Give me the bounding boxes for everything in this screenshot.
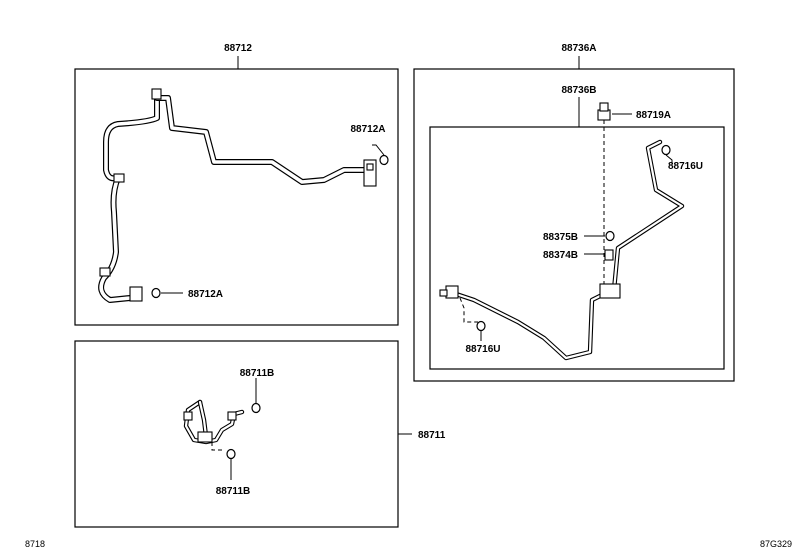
label-88374B: 88374B — [543, 250, 578, 261]
service-valve-cap-top — [599, 102, 609, 112]
tube-fitting — [227, 411, 237, 421]
o-ring-icon — [476, 320, 486, 332]
tube-fitting — [445, 285, 459, 299]
panel-88711: 88711 88711B 88711B — [74, 340, 446, 528]
liquid-tube — [183, 399, 245, 445]
service-block — [599, 283, 621, 299]
panel-88736A: 88736A 88736B 88719A 88375B 88374B 88716… — [413, 43, 735, 382]
label-88712: 88712 — [224, 43, 252, 54]
hose-flange-bolt — [366, 163, 374, 171]
o-ring-icon — [251, 402, 261, 414]
footer-right-code: 87G329 — [760, 539, 792, 549]
label-88711B-bottom: 88711B — [216, 486, 250, 497]
label-88711B-top: 88711B — [240, 368, 274, 379]
valve-core-icon — [604, 249, 614, 261]
discharge-tube — [439, 139, 685, 361]
panel-88712: 88712 88712A 88712A — [74, 43, 399, 326]
hose-clamp — [99, 267, 111, 277]
tube-fitting — [183, 411, 193, 421]
label-88716U-top: 88716U — [668, 161, 703, 172]
label-88375B: 88375B — [543, 232, 578, 243]
hose-clamp — [113, 173, 125, 183]
label-88711: 88711 — [418, 430, 446, 441]
label-88716U-bottom: 88716U — [465, 344, 500, 355]
panel-88711-frame — [74, 340, 399, 528]
label-88712A-top: 88712A — [350, 124, 385, 135]
o-ring-icon — [226, 448, 236, 460]
label-88719A: 88719A — [636, 110, 671, 121]
panel-88736A-frame — [413, 68, 735, 382]
label-88712A-bottom: 88712A — [188, 289, 223, 300]
hose-fitting — [129, 286, 143, 302]
suction-hose — [98, 88, 377, 303]
label-88736A: 88736A — [561, 43, 596, 54]
hose-end-cap — [151, 88, 162, 100]
panel-88736B-frame — [429, 126, 725, 370]
o-ring-icon — [605, 230, 615, 242]
tube-block — [197, 431, 213, 443]
tube-fitting-end — [439, 289, 448, 297]
panel-88712-frame — [74, 68, 399, 326]
label-88736B: 88736B — [561, 85, 596, 96]
o-ring-icon — [661, 144, 671, 156]
footer-left-code: 8718 — [25, 539, 45, 549]
o-ring-icon — [151, 287, 161, 299]
o-ring-icon — [379, 154, 389, 166]
